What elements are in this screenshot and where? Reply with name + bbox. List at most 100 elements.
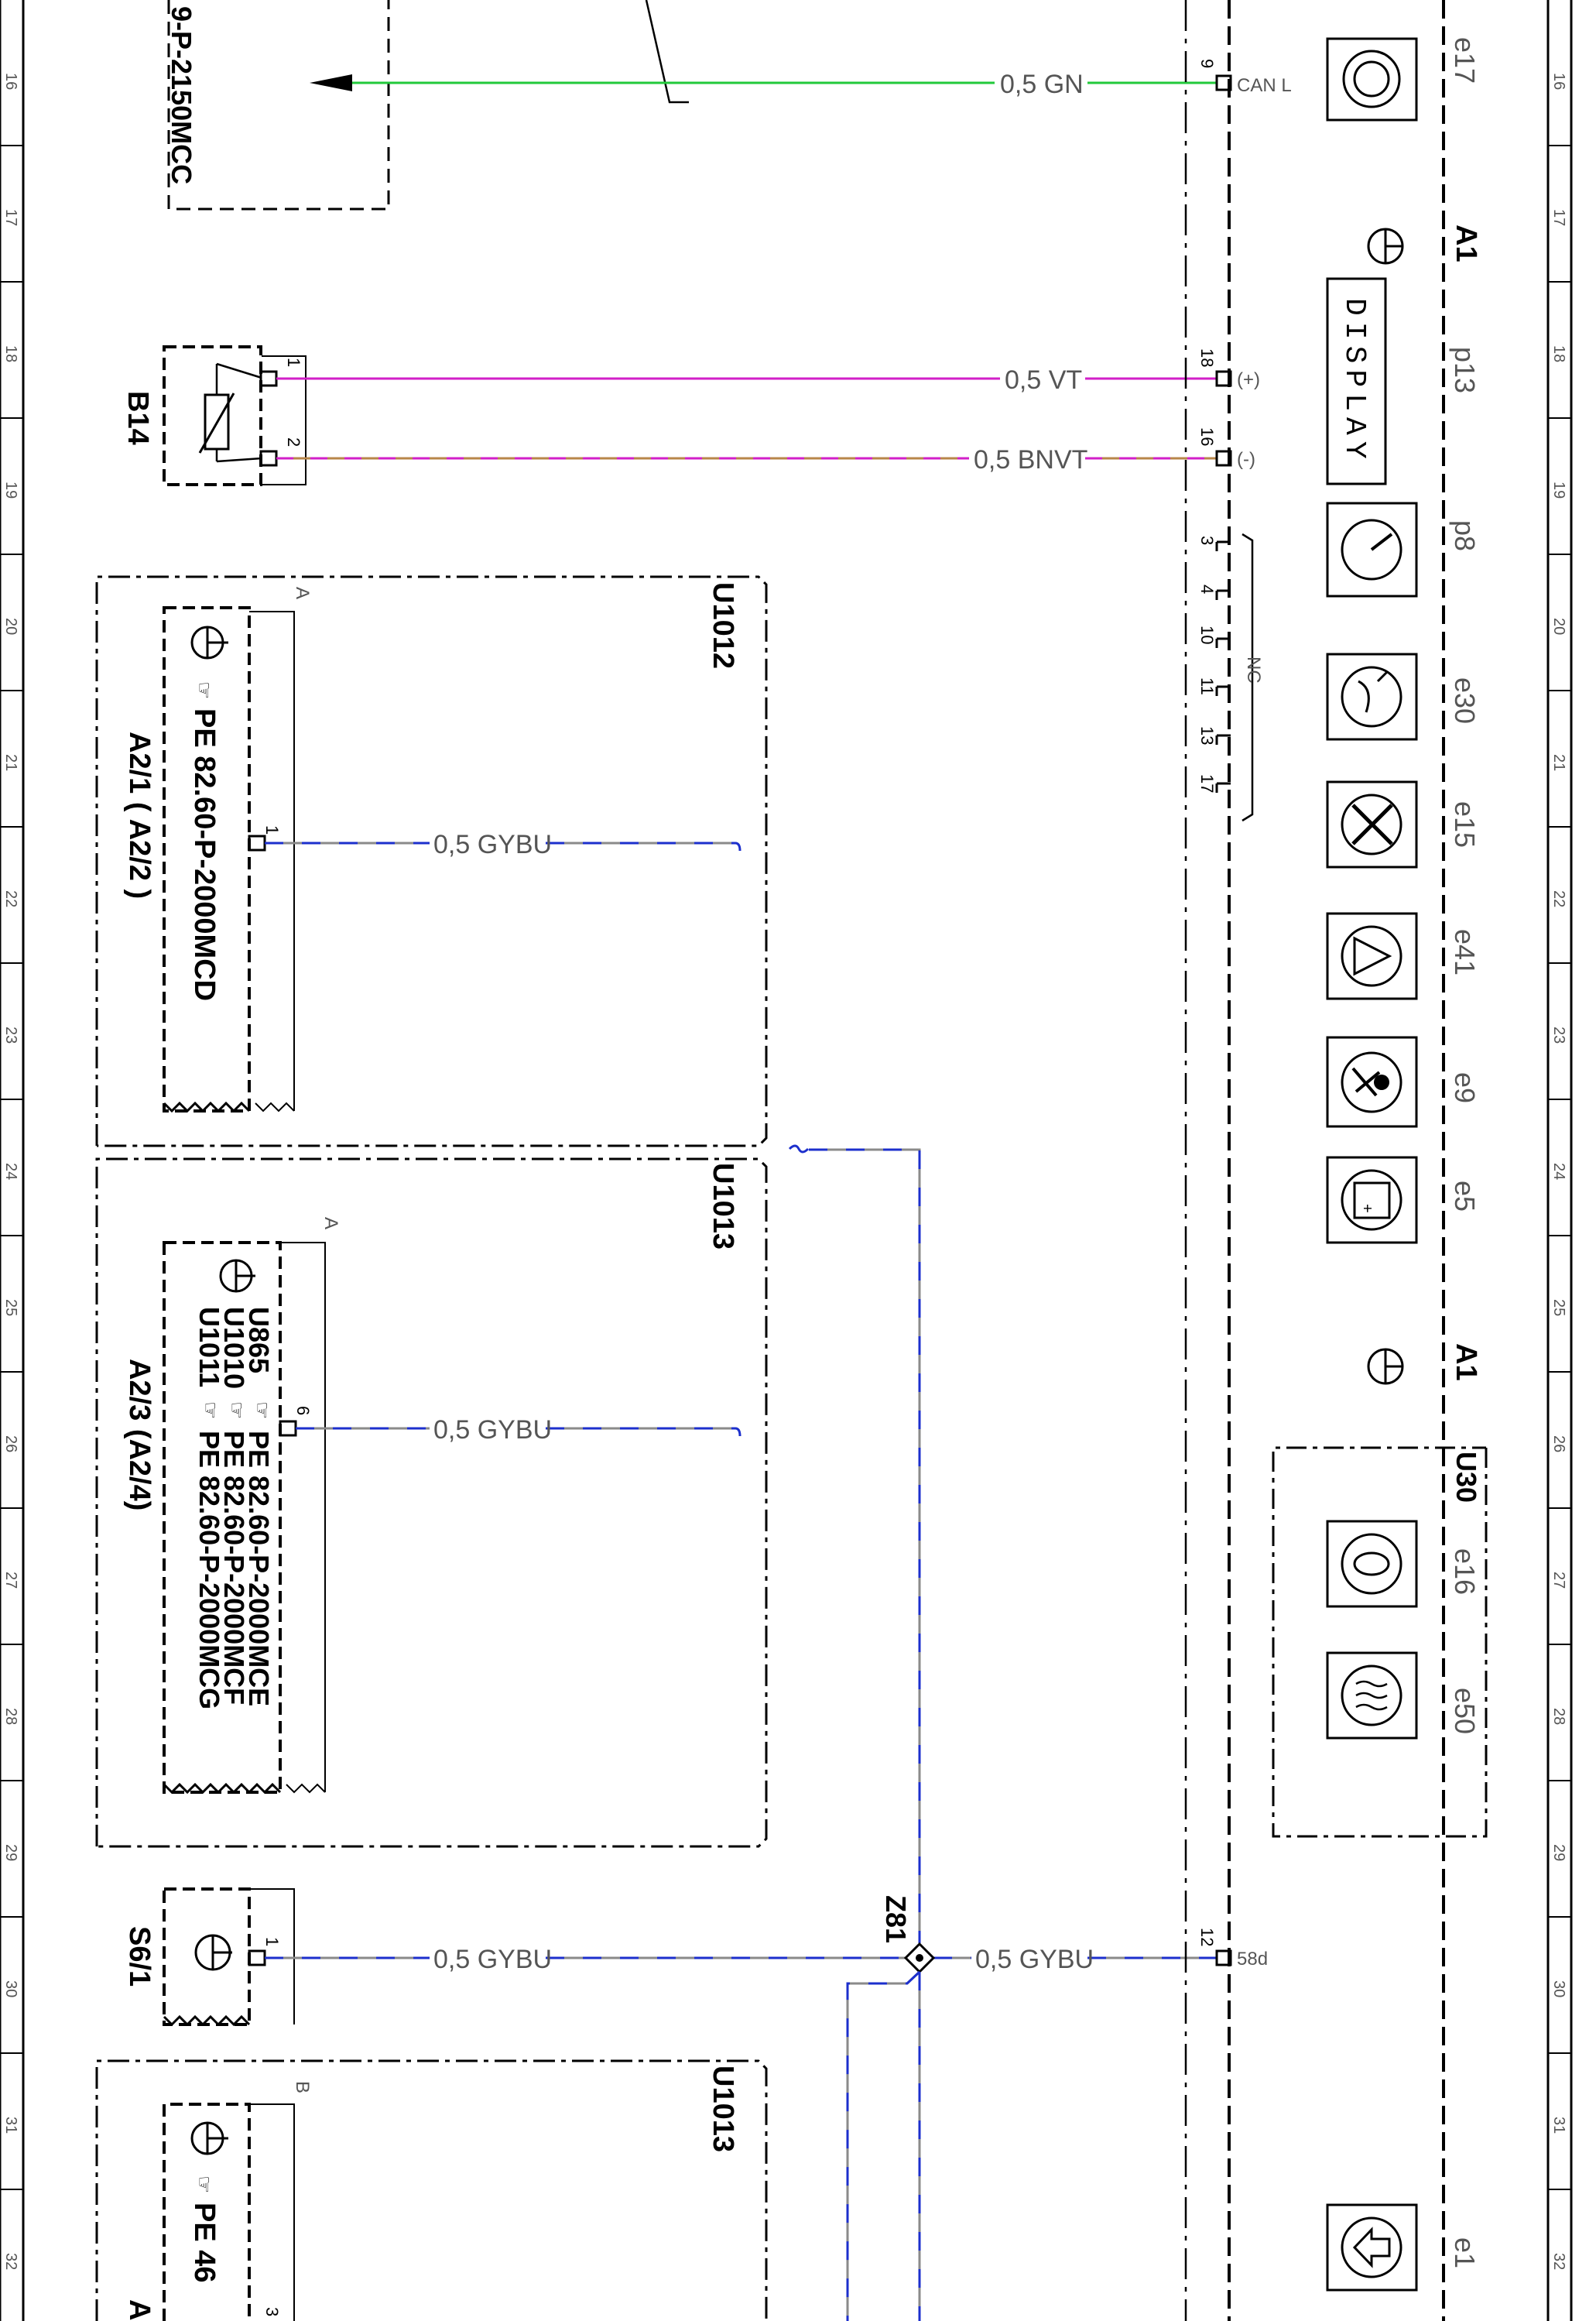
ruler-label-right: 26	[1550, 1435, 1567, 1452]
ruler-label-right: 30	[1550, 1980, 1567, 1997]
top-module-box: 9-P-2150MCC	[166, 0, 689, 211]
wire-label-can-l: 0,5 GN	[1000, 70, 1084, 99]
meter-symbol-icon	[1367, 228, 1404, 265]
indicator-label-e17: e17	[1449, 37, 1481, 84]
frame-u1013-a: U1013 A U865 U1010 U1011 ☞ ☞ ☞ PE 82.60-…	[95, 1157, 768, 1848]
ruler-label-left: 27	[2, 1572, 19, 1589]
a1-top-label: A1	[1450, 225, 1482, 262]
warning-triangle-icon	[1341, 925, 1402, 987]
ruler-label-right: 19	[1550, 482, 1567, 499]
indicator-label-p8: p8	[1449, 520, 1481, 551]
a23-pin: 6	[293, 1406, 313, 1415]
nc-pin-17: 17	[1197, 774, 1217, 793]
frame-u1012: U1012 A ☞ PE 82.60-P-2000MCD A2/1 ( A2/2…	[95, 575, 768, 1147]
frame-u1013-b: U1013 B ☞ PE 46 A 3	[95, 2059, 768, 2321]
pin-minus: (-)	[1237, 449, 1255, 470]
nc-label: NC	[1243, 657, 1264, 684]
a1-mid: A1	[1367, 1343, 1482, 1385]
pin-58d: 58d	[1237, 1949, 1268, 1970]
meter-symbol-icon-2	[1367, 1348, 1404, 1385]
wire-label-z81: 0,5 GYBU	[975, 1945, 1094, 1974]
ruler-label-right: 24	[1550, 1163, 1567, 1180]
variant-b: B	[292, 2081, 313, 2093]
ruler-label-left: 20	[2, 618, 19, 635]
transistor-icon-2	[219, 1259, 255, 1293]
abs-icon	[1353, 60, 1390, 98]
pin-16: 16	[1197, 427, 1217, 446]
s61-switch: S6/1 1	[123, 1887, 295, 2027]
a23-pe-2: PE 82.60-P-2000MCF	[218, 1431, 250, 1705]
a23-pe-1: PE 82.60-P-2000MCE	[243, 1431, 275, 1706]
ruler-label-left: 17	[2, 209, 19, 226]
u30-label: U30	[1450, 1452, 1482, 1503]
fog-light-icon	[1341, 1533, 1402, 1595]
ruler-label-left: 22	[2, 890, 19, 907]
hand-icon-4: ☞	[199, 1401, 222, 1419]
wire-can-l: 0,5 GN	[352, 70, 1217, 99]
display-label: DISPLAY	[1337, 298, 1371, 465]
gauge-icon	[1341, 519, 1402, 581]
frame-u30: U30	[1272, 1446, 1488, 1838]
indicator-e5: + e5	[1326, 1156, 1481, 1244]
seatbelt-icon	[1341, 1051, 1402, 1113]
ruler-label-right: 23	[1550, 1027, 1567, 1044]
ruler-label-right: 17	[1550, 209, 1567, 226]
indicator-label-e16: e16	[1449, 1548, 1481, 1595]
b14-label: B14	[122, 391, 154, 445]
pin-can-l: CAN L	[1237, 75, 1292, 96]
heater-icon	[1341, 1664, 1402, 1726]
ruler-label-left: 21	[2, 754, 19, 771]
ruler-label-right: 32	[1550, 2253, 1567, 2270]
indicator-label-e5: e5	[1449, 1181, 1481, 1212]
indicator-e17: e17	[1326, 37, 1481, 122]
ruler-label-right: 31	[1550, 2117, 1567, 2134]
left-ruler	[0, 0, 25, 2321]
ruler-label-left: 19	[2, 482, 19, 499]
nc-pin-3: 3	[1197, 536, 1217, 545]
wire-a21: 0,5 GYBU	[265, 830, 741, 859]
wire-label-a23: 0,5 GYBU	[433, 1415, 552, 1445]
display-unit: DISPLAY	[1326, 277, 1387, 485]
a23-ref-u865: U865	[243, 1307, 275, 1373]
indicator-label-e1: e1	[1449, 2237, 1481, 2268]
wire-label-vt: 0,5 VT	[1005, 365, 1082, 395]
indicator-e15: e15	[1326, 780, 1481, 869]
transistor-icon-1	[190, 626, 228, 660]
s61-pin: 1	[262, 1937, 282, 1946]
wire-z81-cluster: 0,5 GYBU	[933, 1945, 1217, 1974]
s61-label: S6/1	[123, 1926, 156, 1987]
ruler-label-left: 23	[2, 1027, 19, 1044]
ruler-label-left: 28	[2, 1708, 19, 1725]
b14-pin-2: 2	[284, 437, 303, 447]
nc-pin-4: 4	[1197, 585, 1217, 594]
b14-sensor: B14 1 2	[122, 345, 307, 486]
ruler-label-left: 25	[2, 1299, 19, 1316]
nc-pin-group: 3 4 10 11 13 17 NC	[1197, 533, 1264, 822]
indicator-label-p13: p13	[1449, 347, 1481, 393]
u1013-a-label: U1013	[707, 1163, 739, 1250]
indicator-label-e9: e9	[1449, 1072, 1481, 1103]
hand-icon-2: ☞	[251, 1401, 274, 1419]
arrow-left-icon	[310, 74, 352, 91]
svg-text:+: +	[1358, 1204, 1375, 1213]
wire-b14-pos: 0,5 VT	[276, 365, 1217, 395]
indicator-label-e50: e50	[1449, 1688, 1481, 1734]
indicator-label-e30: e30	[1449, 677, 1481, 724]
nc-pin-11: 11	[1197, 677, 1217, 695]
u1013-b-label: U1013	[707, 2066, 739, 2152]
right-ruler	[1546, 0, 1573, 2321]
wire-label-bnvt: 0,5 BNVT	[974, 445, 1087, 475]
a21-pe-ref: PE 82.60-P-2000MCD	[188, 708, 221, 1001]
ruler-ticks	[0, 145, 1571, 2190]
direction-arrow-icon	[1341, 2216, 1402, 2278]
cluster-frame	[1184, 0, 1445, 2321]
ruler-label-left: 32	[2, 2253, 19, 2270]
nc-pin-10: 10	[1197, 626, 1217, 644]
ruler-label-right: 20	[1550, 618, 1567, 635]
ruler-label-right: 29	[1550, 1844, 1567, 1861]
a1-top: A1	[1367, 225, 1482, 265]
ruler-label-left: 24	[2, 1163, 19, 1180]
ruler-label-left: 30	[2, 1980, 19, 1997]
